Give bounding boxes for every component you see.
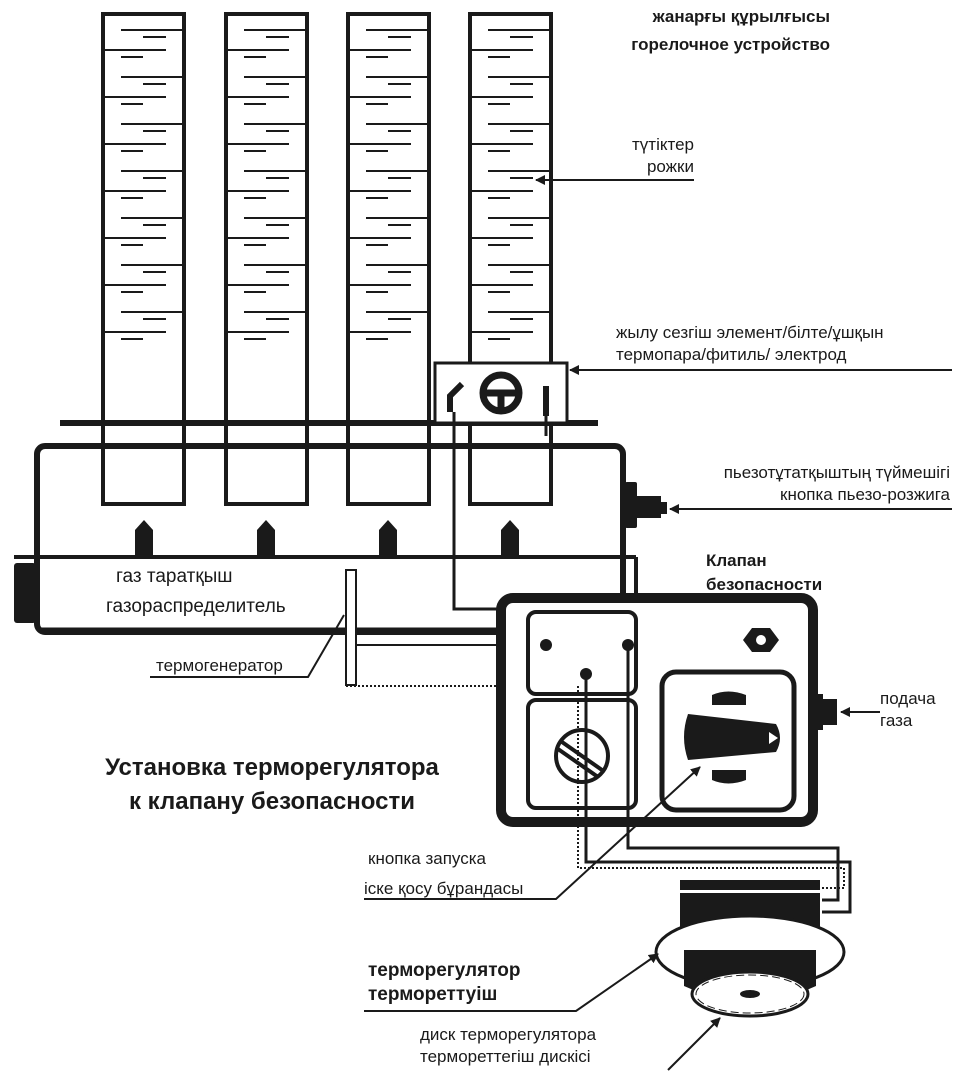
thermoregulator [654, 880, 846, 1018]
leader-thermogenerator [150, 614, 345, 678]
label-burner-kk: жанарғы құрылғысы [652, 7, 830, 26]
label-sensor-ru: термопара/фитиль/ электрод [616, 345, 847, 364]
diagram-title-line-1: Установка терморегулятора [105, 754, 439, 781]
regulator-wires [577, 645, 852, 914]
gas-nozzles [135, 520, 519, 557]
label-distributor-kk: газ таратқыш [116, 566, 233, 587]
label-gas-supply-1: подача [880, 689, 936, 708]
gas-inlet-fitting [813, 694, 837, 730]
start-knob-icon [684, 691, 780, 784]
label-piezo-kk: пьезотұтатқыштың түймешігі [723, 463, 950, 482]
label-burner-ru: горелочное устройство [631, 35, 830, 54]
diagram-title-line-2: к клапану безопасности [129, 788, 415, 815]
label-sensor-kk: жылу сезгіш элемент/білте/ұшқын [616, 323, 884, 342]
burner-tube-slots [103, 29, 551, 340]
label-valve-2: безопасности [706, 575, 823, 594]
nozzle-2 [257, 520, 275, 557]
piezo-button-icon [625, 482, 667, 528]
label-tubes-kk: түтіктер [632, 135, 694, 154]
screw-icon [554, 728, 610, 784]
nozzle-4 [501, 520, 519, 557]
label-tubes-ru: рожки [646, 157, 694, 176]
nozzle-3 [379, 520, 397, 557]
arrow-start-button [364, 766, 701, 900]
label-disk-kk: термореттегіш дискісі [420, 1047, 591, 1066]
label-regulator-kk: термореттуіш [368, 984, 498, 1005]
label-thermogenerator: термогенератор [156, 656, 283, 675]
label-gas-supply-2: газа [880, 711, 913, 730]
label-distributor-ru: газораспределитель [106, 596, 286, 617]
arrow-disk [667, 1017, 721, 1071]
label-disk-ru: диск терморегулятора [420, 1025, 597, 1044]
nozzle-1 [135, 520, 153, 557]
safety-valve [496, 593, 837, 827]
burner-tubes [101, 12, 553, 506]
burner-tube-4 [468, 12, 553, 506]
leader-lines [150, 175, 952, 1071]
burner-tube-3 [346, 12, 431, 506]
label-start-button-ru: кнопка запуска [368, 849, 487, 868]
burner-tube-1 [101, 12, 186, 506]
label-regulator-ru: терморегулятор [368, 960, 521, 981]
label-start-button-kk: іске қосу бұрандасы [364, 879, 524, 898]
arrow-regulator [364, 953, 659, 1012]
gas-distributor [14, 443, 638, 635]
sensor-assembly [433, 361, 569, 425]
label-piezo-ru: кнопка пьезо-розжига [780, 485, 950, 504]
label-valve-1: Клапан [706, 551, 767, 570]
burner-tube-2 [224, 12, 309, 506]
hex-nut-icon [743, 628, 779, 652]
